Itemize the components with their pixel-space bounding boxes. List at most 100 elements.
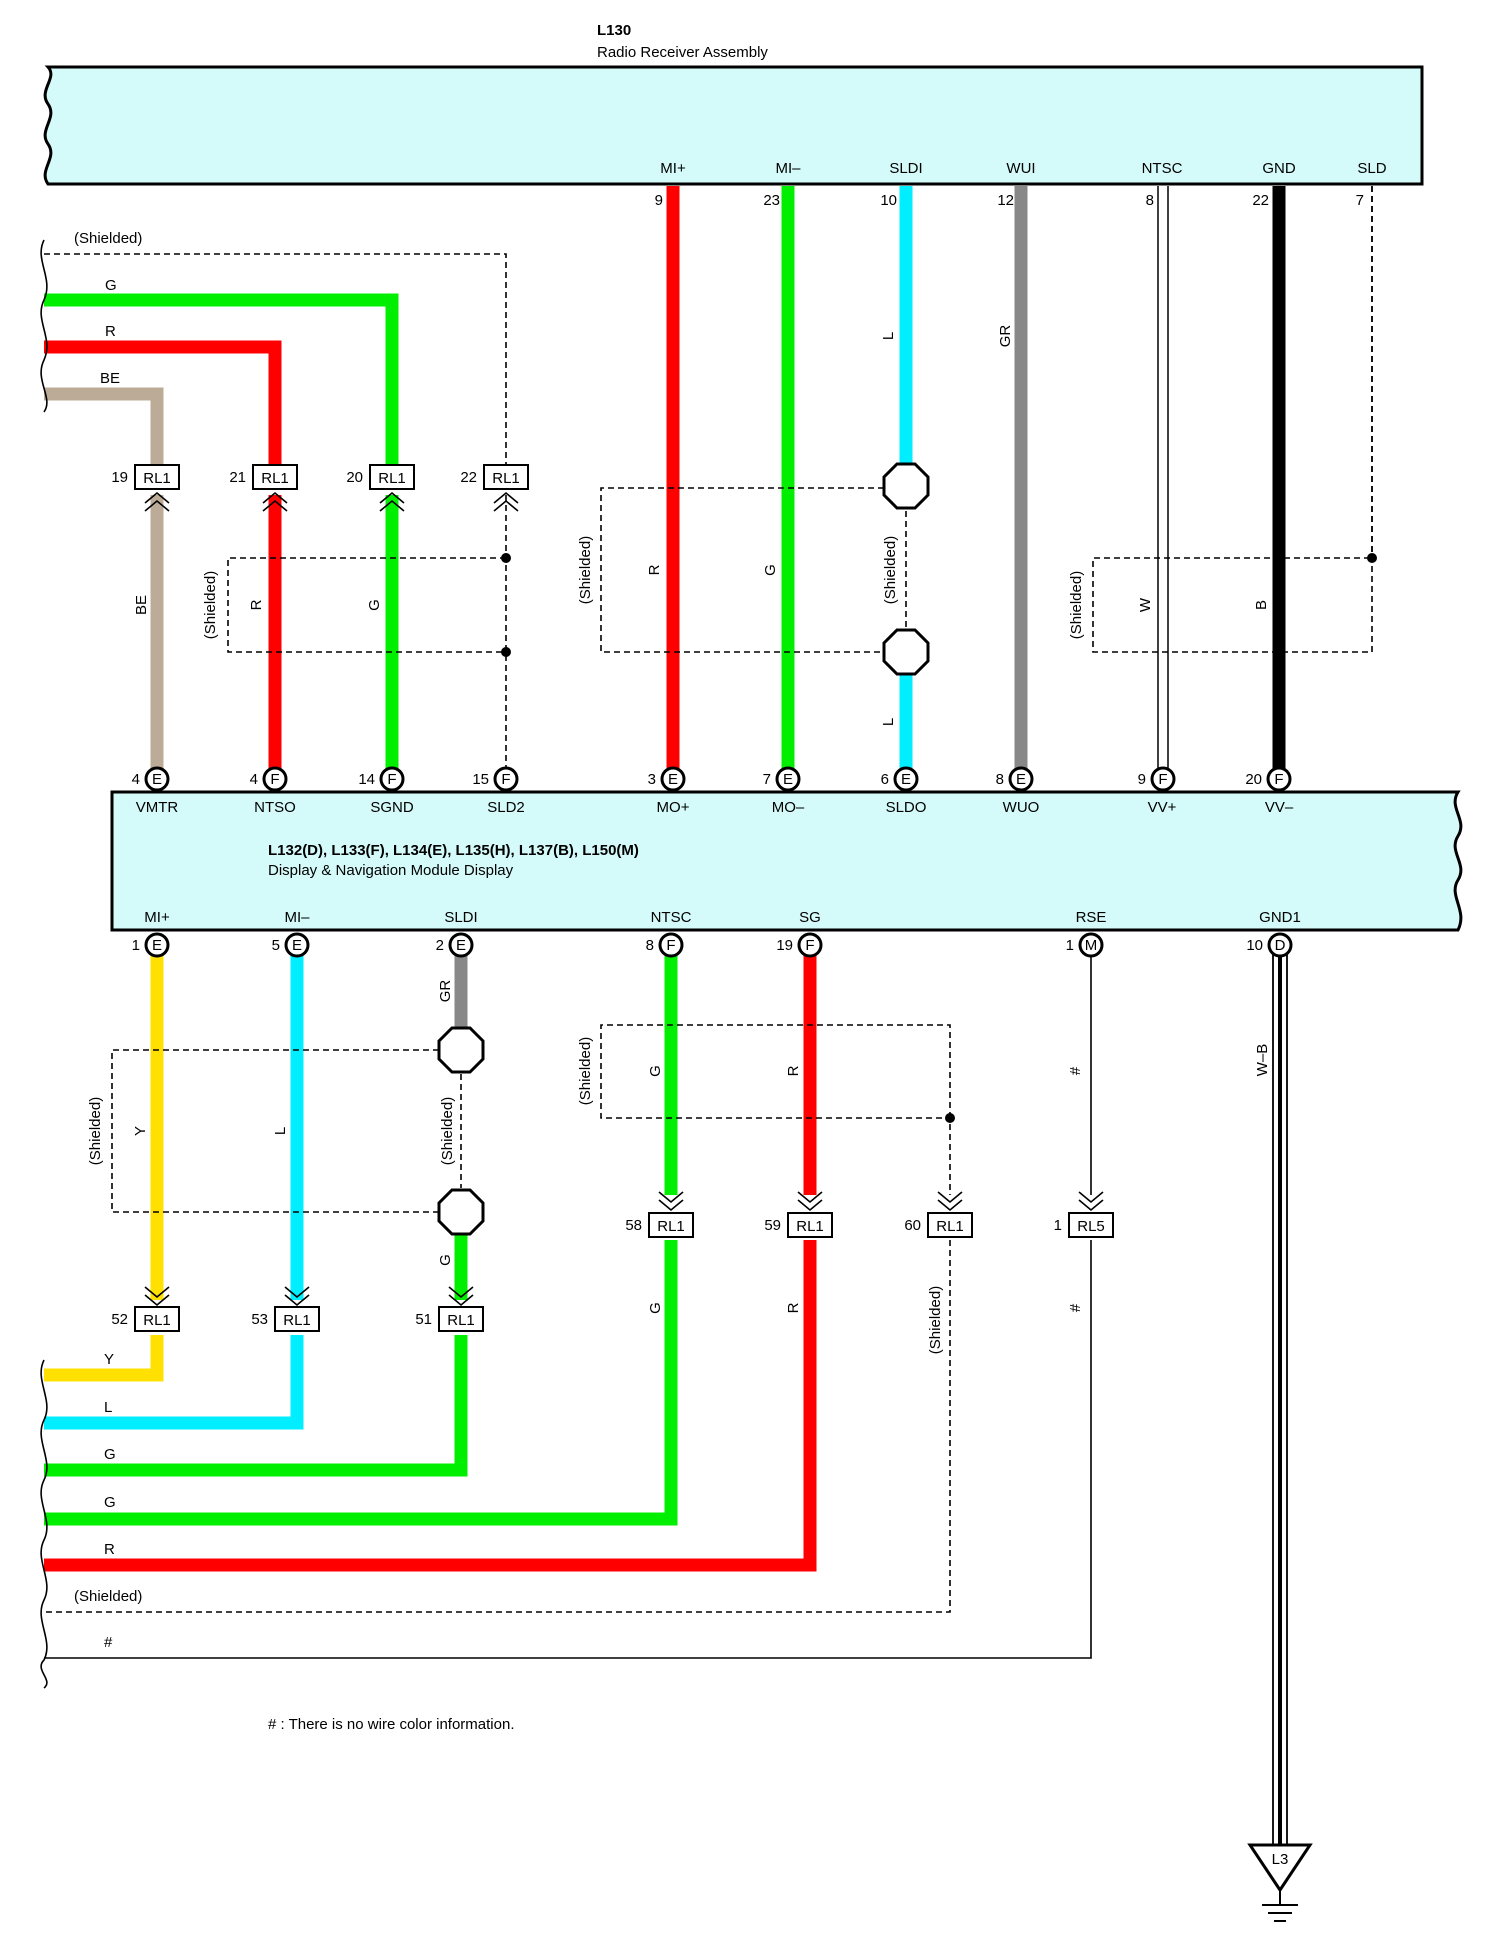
bot-conn-pin-59: 59 xyxy=(764,1217,781,1234)
disp-bpin-mi-minus: 5 E xyxy=(272,932,310,958)
display-name: Display & Navigation Module Display xyxy=(268,862,514,879)
shielded-label-vv: (Shielded) xyxy=(1068,571,1085,639)
wire-yellow-bottom xyxy=(44,1335,164,1382)
bot-conn-pin-rl5: 1 xyxy=(1054,1217,1062,1234)
disp-top-mo-plus: MO+ xyxy=(657,799,690,816)
bot-conn-name-58: RL1 xyxy=(657,1218,685,1235)
left-bottom-label-g2: G xyxy=(104,1494,116,1511)
top-conn-pin-22: 22 xyxy=(460,469,477,486)
disp-bpin-num-ntsc: 8 xyxy=(646,937,654,954)
bot-conn-pin-52: 52 xyxy=(111,1311,128,1328)
disp-pin-num-vmtr: 4 xyxy=(132,771,140,788)
bot-conn-rect-rl5 xyxy=(1068,1212,1114,1238)
wire-code-l-lower: L xyxy=(880,718,897,726)
disp-pin-conn-mo-minus: E xyxy=(783,771,793,788)
disp-top-vv-minus: VV– xyxy=(1265,799,1294,816)
shielded-label-ntso: (Shielded) xyxy=(202,571,219,639)
disp-pin-circle-mo-plus xyxy=(660,766,686,792)
disp-pin-circle-sld2 xyxy=(493,766,519,792)
disp-pin-circle-vmtr xyxy=(144,766,170,792)
shield-box-ntso xyxy=(227,557,506,653)
top-connector-22: 22 RL1 xyxy=(460,464,529,512)
display-bottom-labels: MI+ MI– SLDI NTSC SG RSE GND1 xyxy=(144,909,1301,926)
wire-code-r-mo: R xyxy=(646,564,663,575)
disp-bpin-circle-gnd1 xyxy=(1267,932,1293,958)
disp-bpin-num-mi-plus: 1 xyxy=(132,937,140,954)
wire-red-bottom xyxy=(44,1240,817,1572)
disp-pin-num-vv-plus: 9 xyxy=(1138,771,1146,788)
left-top-wires xyxy=(40,239,507,470)
top-conn-arrow-21 xyxy=(262,491,288,512)
wire-shield-sld xyxy=(1092,186,1373,653)
disp-bpin-circle-mi-minus xyxy=(284,932,310,958)
radio-terminal-labels: MI+ MI– SLDI WUI NTSC GND SLD xyxy=(660,160,1386,177)
bot-conn-rect-53 xyxy=(274,1306,320,1332)
wire-tan-top xyxy=(44,387,164,470)
top-conn-arrow-22 xyxy=(493,491,519,512)
radio-name: Radio Receiver Assembly xyxy=(597,44,768,61)
shielded-label-mo: (Shielded) xyxy=(577,536,594,604)
wire-red-top xyxy=(44,340,282,470)
footnote: # : There is no wire color information. xyxy=(268,1716,515,1733)
bot-conn-name-59: RL1 xyxy=(796,1218,824,1235)
disp-pin-num-ntso: 4 xyxy=(250,771,258,788)
top-conn-name-22: RL1 xyxy=(492,470,520,487)
disp-bpin-conn-mi-plus: E xyxy=(152,937,162,954)
bot-conn-pin-60: 60 xyxy=(904,1217,921,1234)
disp-bot-sg: SG xyxy=(799,909,821,926)
disp-pin-vv-plus: 9 F xyxy=(1138,766,1176,792)
bottom-connector-58: 58 RL1 xyxy=(625,1191,694,1238)
wire-cyan-bottom xyxy=(44,1335,304,1430)
bot-conn-name-52: RL1 xyxy=(143,1312,171,1329)
disp-pin-circle-vv-minus xyxy=(1266,766,1292,792)
disp-bpin-conn-sg: F xyxy=(805,937,814,954)
display-top-labels: VMTR NTSO SGND SLD2 MO+ MO– SLDO WUO VV+… xyxy=(136,799,1294,816)
disp-bpin-num-rse: 1 xyxy=(1066,937,1074,954)
shield-terminal-upper-b xyxy=(882,628,930,676)
radio-pin-7: 7 xyxy=(1356,192,1364,209)
disp-bpin-num-sg: 19 xyxy=(776,937,793,954)
radio-pin-10: 10 xyxy=(880,192,897,209)
disp-pin-conn-vmtr: E xyxy=(152,771,162,788)
bottom-connector-51: 51 RL1 xyxy=(415,1286,484,1332)
disp-pin-num-mo-plus: 3 xyxy=(648,771,656,788)
wire-code-g-sldi-lower: G xyxy=(437,1254,454,1266)
wire-hash-bottom xyxy=(44,1240,1092,1659)
shield-box-lower-mi xyxy=(111,1049,439,1213)
bot-conn-arrow-rl5 xyxy=(1078,1191,1104,1212)
disp-bot-rse: RSE xyxy=(1076,909,1107,926)
disp-pin-circle-sldo xyxy=(893,766,919,792)
top-conn-rect-22 xyxy=(483,464,529,490)
disp-pin-num-sld2: 15 xyxy=(472,771,489,788)
disp-top-sld2: SLD2 xyxy=(487,799,525,816)
shielded-label-lower-sldi: (Shielded) xyxy=(439,1097,456,1165)
bot-conn-name-60: RL1 xyxy=(936,1218,964,1235)
disp-bpin-circle-sg xyxy=(797,932,823,958)
disp-bpin-num-gnd1: 10 xyxy=(1246,937,1263,954)
disp-pin-circle-vv-plus xyxy=(1150,766,1176,792)
top-conn-arrow-20 xyxy=(379,491,405,512)
disp-pin-conn-vv-minus: F xyxy=(1274,771,1283,788)
left-top-label-shielded: (Shielded) xyxy=(74,230,142,247)
wire-code-b: B xyxy=(1253,600,1270,610)
disp-pin-num-mo-minus: 7 xyxy=(763,771,771,788)
bottom-connector-row-1: 58 RL1 59 RL1 60 RL1 1 RL5 xyxy=(625,1191,1114,1238)
display-bottom-pin-circles: 1 E 5 E 2 E 8 F 19 F 1 M 1 xyxy=(132,932,1293,958)
left-top-label-g: G xyxy=(105,277,117,294)
disp-bpin-conn-gnd1: D xyxy=(1275,937,1286,954)
disp-pin-conn-mo-plus: E xyxy=(668,771,678,788)
wire-code-r-bottom: R xyxy=(785,1302,802,1313)
shield-junction-vv xyxy=(1367,553,1377,563)
disp-bpin-sg: 19 F xyxy=(776,932,823,958)
wire-code-r-sg: R xyxy=(785,1065,802,1076)
bot-conn-rect-51 xyxy=(438,1306,484,1332)
wire-green-top xyxy=(44,293,399,470)
disp-bpin-circle-ntsc xyxy=(658,932,684,958)
disp-top-mo-minus: MO– xyxy=(772,799,805,816)
radio-term-ntsc: NTSC xyxy=(1142,160,1183,177)
disp-pin-conn-vv-plus: F xyxy=(1158,771,1167,788)
bot-conn-name-rl5: RL5 xyxy=(1077,1218,1105,1235)
bottom-connector-rl5: 1 RL5 xyxy=(1054,1191,1114,1238)
disp-top-sldo: SLDO xyxy=(886,799,927,816)
top-connector-20: 20 RL1 xyxy=(346,464,415,512)
